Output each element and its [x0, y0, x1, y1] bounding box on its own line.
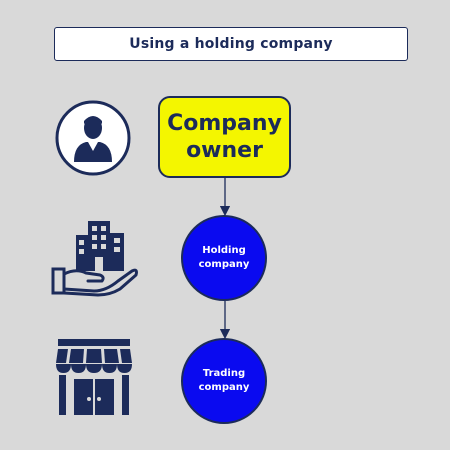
holding-company-label: Holding company	[198, 244, 250, 271]
diagram-title: Using a holding company	[129, 36, 333, 52]
company-owner-node: Company owner	[158, 96, 291, 178]
trading-company-label: Trading company	[198, 367, 250, 394]
title-box: Using a holding company	[54, 27, 408, 61]
person-icon	[54, 99, 132, 181]
company-owner-label: Company owner	[167, 110, 282, 164]
trading-company-node: Trading company	[181, 338, 267, 424]
shop-storefront-icon	[54, 337, 134, 421]
building-in-hand-icon	[50, 219, 142, 301]
holding-company-node: Holding company	[181, 215, 267, 301]
